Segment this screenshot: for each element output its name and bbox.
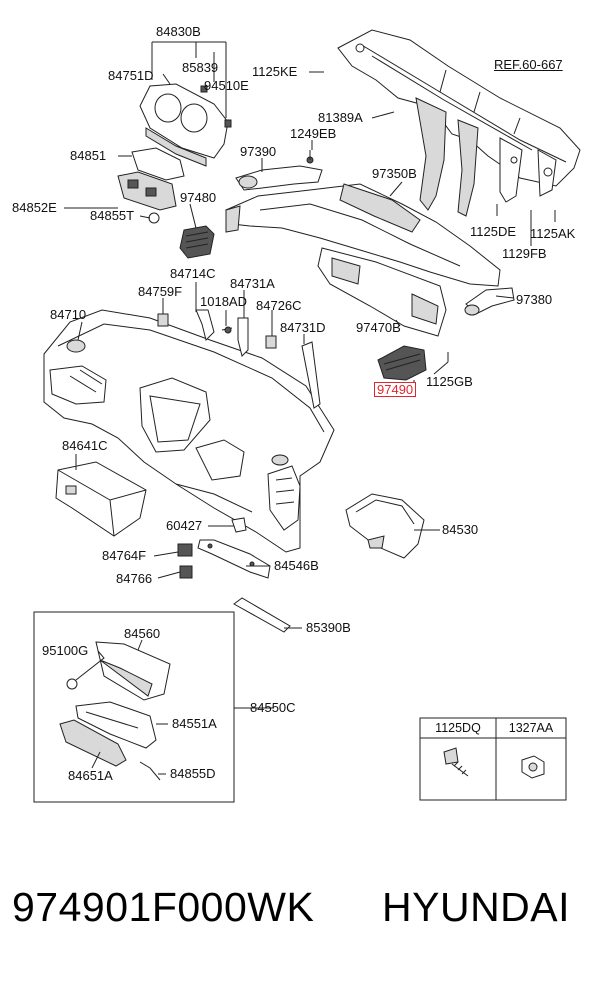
part-label-84764F: 84764F [102,548,147,563]
part-label-84852E: 84852E [12,200,57,215]
part-label-1249EB: 1249EB [290,126,337,141]
side-air-vent-left [179,225,215,259]
part-label-84855D: 84855D [170,766,216,781]
glove-box-assembly-frame [33,611,235,803]
cluster-facia-panel [139,83,232,167]
part-label-97480: 97480 [180,190,217,205]
part-label-81389A: 81389A [318,110,363,125]
part-label-1125AK: 1125AK [530,226,576,241]
part-label-84731A: 84731A [230,276,275,291]
part-label-85390B: 85390B [306,620,351,635]
part-label-84726C: 84726C [256,298,302,313]
brackets-group [157,309,321,409]
main-air-duct [225,183,501,287]
part-label-84550C: 84550C [250,700,296,715]
legend-table [419,717,567,801]
part-label-84855T: 84855T [90,208,135,223]
part-label-1129FB: 1129FB [502,246,547,261]
part-label-84851: 84851 [70,148,107,163]
trim-strip-85390B [233,597,291,633]
part-label-97470B: 97470B [356,320,401,335]
part-label-95100G: 95100G [42,643,89,658]
part-label-1125KE: 1125KE [252,64,298,79]
crash-pad-main [43,309,335,553]
center-lower-box [55,461,147,537]
part-label-1125GB: 1125GB [426,374,473,389]
side-duct-right [464,287,515,316]
part-label-84546B: 84546B [274,558,319,573]
ref-note: REF.60-667 [494,57,563,72]
part-label-85839: 85839 [182,60,219,75]
part-label-84651A: 84651A [68,768,113,783]
part-label-84530: 84530 [442,522,479,537]
leader-lines [64,41,556,775]
center-air-vent [317,247,447,337]
legend-col2-header: 1327AA [508,721,554,735]
switch-bezels [117,147,185,224]
defrost-nozzle [235,150,323,191]
part-label-97350B: 97350B [372,166,417,181]
part-label-1018AD: 1018AD [200,294,247,309]
part-label-84641C: 84641C [62,438,108,453]
part-label-84766: 84766 [116,571,153,586]
part-label-84830B: 84830B [156,24,201,39]
part-label-84551A: 84551A [172,716,217,731]
part-label-94510E: 94510E [204,78,249,93]
part-label-84731D: 84731D [280,320,326,335]
part-label-97390: 97390 [240,144,277,159]
side-air-vent-right-97490 [377,345,427,381]
legend-col1-header: 1125DQ [435,721,481,735]
footer-part-number: 974901F000WK [12,884,315,930]
part-label-97380: 97380 [516,292,553,307]
part-label-84710: 84710 [50,307,87,322]
part-label-84751D: 84751D [108,68,154,83]
part-label-60427: 60427 [166,518,203,533]
part-label-84759F: 84759F [138,284,183,299]
part-label-84714C: 84714C [170,266,216,281]
footer-brand: HYUNDAI [382,884,571,930]
part-label-1125DE: 1125DE [470,224,517,239]
cowl-cross-member [337,29,581,217]
part-label-84560: 84560 [124,626,161,641]
part-label-97490-highlighted: 97490 [374,382,417,397]
side-cover-84530 [345,493,425,559]
